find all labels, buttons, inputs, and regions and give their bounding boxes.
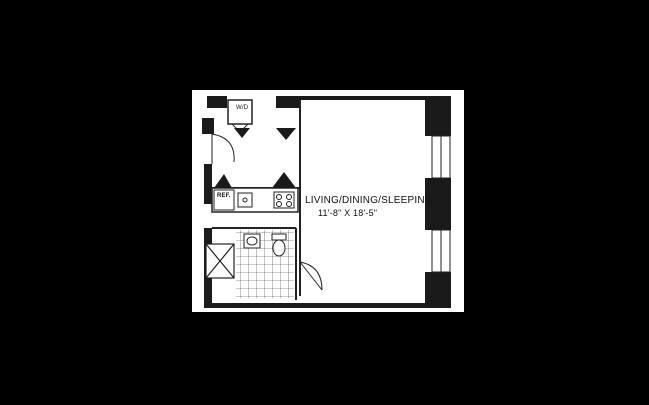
refrigerator-label: REF. <box>217 193 231 199</box>
door-swing-icon <box>211 133 235 164</box>
refrigerator <box>213 189 235 211</box>
stove-icon <box>273 191 295 209</box>
washer-dryer-closet <box>227 99 253 133</box>
door-swing-icon <box>299 261 323 291</box>
toilet-icon <box>271 233 287 257</box>
shower-icon <box>205 243 235 279</box>
bathroom-sink-icon <box>243 233 261 249</box>
washer-dryer-label: W/D <box>236 105 249 111</box>
room-label: LIVING/DINING/SLEEPING <box>305 195 433 206</box>
window-icon <box>431 135 451 273</box>
closet-doors <box>234 128 296 140</box>
sink-icon <box>237 192 253 208</box>
room-dimensions: 11'-8" X 18'-5" <box>318 208 378 218</box>
